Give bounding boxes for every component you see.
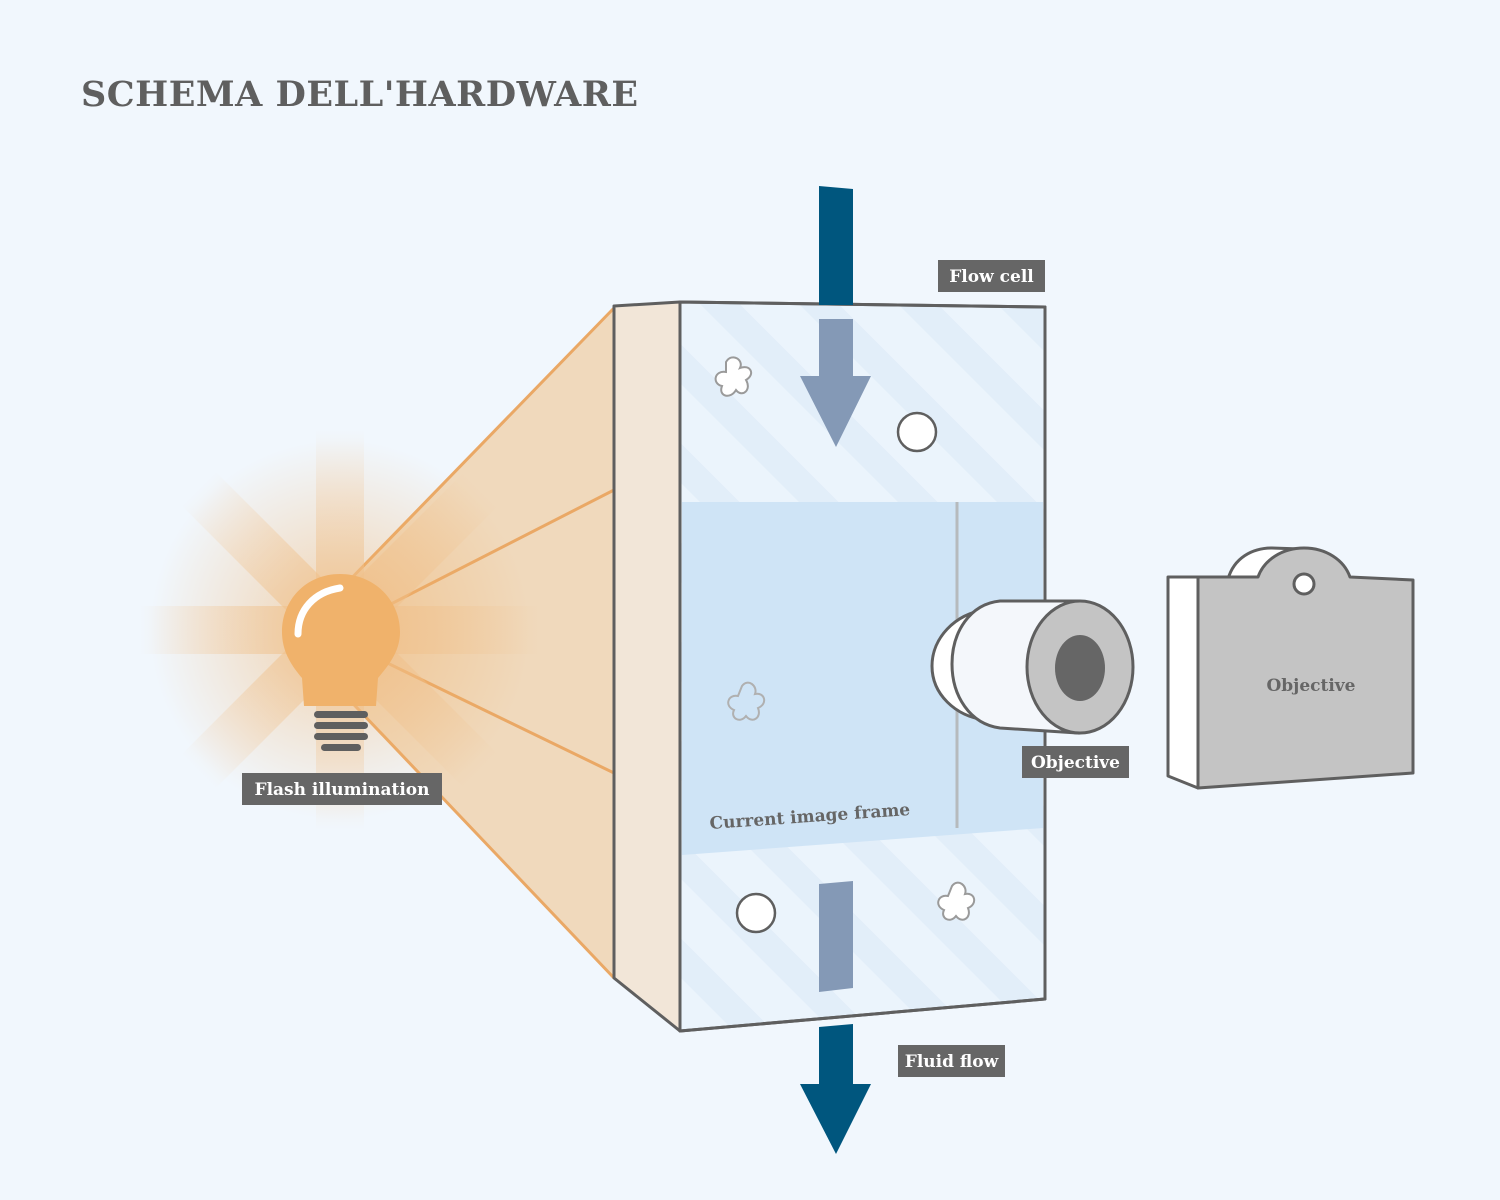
light-bulb-icon [282, 574, 400, 751]
objective-lens-icon [930, 599, 1135, 735]
flow-cell-label: Flow cell [938, 260, 1045, 292]
arrow-down-icon [800, 319, 871, 992]
particle-irregular [714, 356, 753, 397]
fluid-flow-label-text: Fluid flow [905, 1052, 999, 1072]
fluid-flow-label: Fluid flow [898, 1045, 1005, 1077]
particle-round [896, 411, 938, 453]
objective-box: Objective [1166, 546, 1415, 790]
page-title: SCHEMA DELL'HARDWARE [81, 74, 639, 115]
objective-box-label: Objective [1266, 676, 1355, 696]
flash-illumination-label: Flash illumination [242, 773, 442, 805]
particle-irregular [937, 881, 976, 921]
flow-out-arrow [800, 1024, 871, 1154]
flash-illumination-label-text: Flash illumination [255, 780, 430, 800]
flow-cell-label-text: Flow cell [949, 267, 1034, 287]
flow-in-arrow [819, 186, 853, 305]
flow-cell [612, 300, 1047, 1033]
objective-lens-label-text: Objective [1031, 753, 1120, 773]
particle-round [735, 892, 777, 934]
particles [714, 356, 976, 934]
particle-irregular [727, 681, 766, 721]
current-image-frame [682, 502, 1043, 855]
objective-lens-label: Objective [1022, 746, 1129, 778]
